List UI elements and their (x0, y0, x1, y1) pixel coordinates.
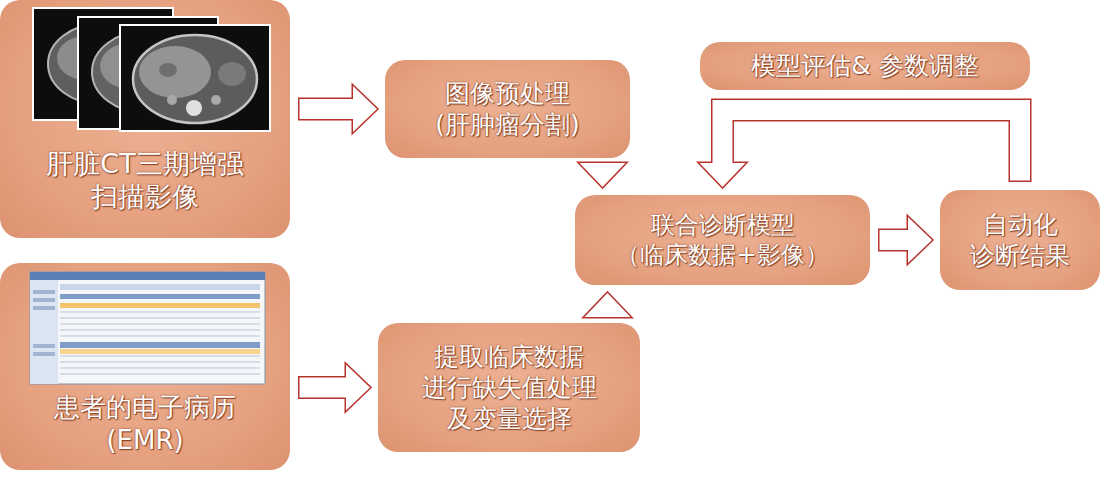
arrow-head (700, 163, 746, 187)
node-label: 自动化 诊断结果 (969, 209, 1071, 272)
block-arrow-fill (580, 163, 626, 187)
block-arrow-fill (300, 86, 378, 132)
arrow-head (353, 86, 377, 132)
arrow-head (908, 217, 932, 263)
node-label: 模型评估& 参数调整 (751, 50, 978, 81)
arrow-head (353, 86, 377, 132)
process-box: 自动化 诊断结果 (940, 190, 1100, 290)
arrow-shaft (723, 110, 1021, 181)
process-box: 肝脏CT三期增强 扫描影像 (0, 0, 290, 238)
arrow-head (580, 163, 626, 187)
node-label: 图像预处理 (肝肿瘤分割) (434, 78, 581, 141)
arrow-head (908, 217, 932, 263)
block-arrow-fill (880, 217, 933, 263)
arrow-shaft (723, 110, 1021, 182)
arrow-head (346, 365, 370, 411)
block-arrow-fill (585, 293, 631, 317)
arrow-shaft (880, 230, 911, 250)
node-label: 患者的电子病历 (EMR) (53, 391, 237, 456)
process-box: 模型评估& 参数调整 (700, 42, 1030, 90)
block-arrow-outline (878, 217, 932, 263)
arrow-head (700, 163, 746, 187)
arrow-shaft (300, 378, 349, 398)
block-arrow-outline (700, 110, 1021, 187)
process-box: 提取临床数据 进行缺失值处理 及变量选择 (378, 323, 640, 452)
block-arrow-outline (585, 293, 631, 317)
block-arrow-fill (300, 365, 371, 411)
block-arrow-outline (580, 163, 626, 187)
process-box: 联合诊断模型 （临床数据+影像） (575, 195, 870, 285)
node-label: 肝脏CT三期增强 扫描影像 (45, 147, 245, 215)
process-box: 图像预处理 (肝肿瘤分割) (385, 60, 630, 158)
arrow-head (585, 293, 631, 317)
block-arrow-outline (298, 86, 377, 132)
process-box: 患者的电子病历 (EMR) (0, 263, 290, 470)
arrow-shaft (300, 99, 356, 119)
block-arrow-fill (700, 110, 1021, 187)
node-label: 联合诊断模型 （临床数据+影像） (615, 210, 830, 270)
arrow-head (585, 293, 631, 317)
arrow-head (346, 365, 370, 411)
node-label: 提取临床数据 进行缺失值处理 及变量选择 (421, 341, 598, 435)
arrow-head (580, 163, 626, 187)
block-arrow-outline (298, 365, 370, 411)
